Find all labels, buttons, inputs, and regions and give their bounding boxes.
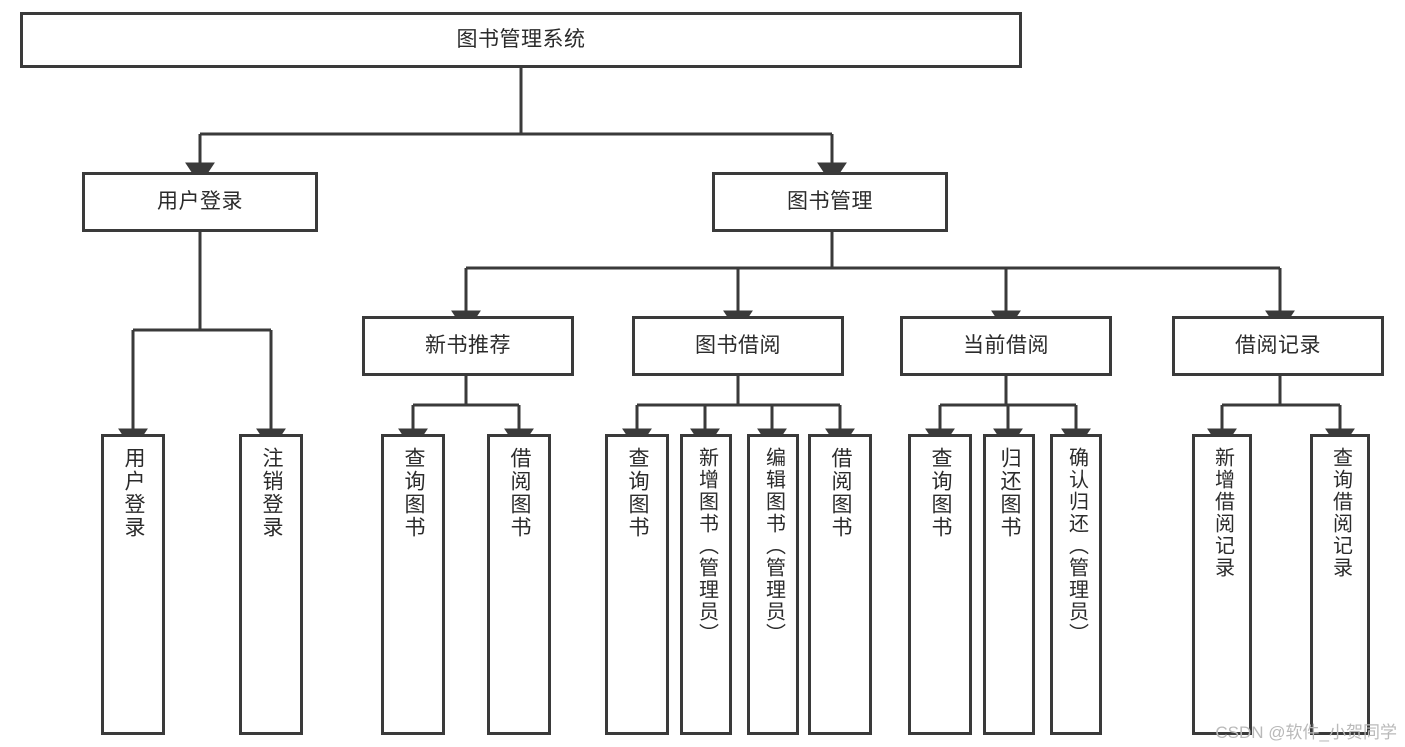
leaf-record-add-label: 新增借阅记录 xyxy=(1211,447,1234,579)
leaf-user-login[interactable]: 用户登录 xyxy=(101,434,165,735)
node-borrow-record-label: 借阅记录 xyxy=(1235,333,1321,357)
leaf-borrow-query[interactable]: 查询图书 xyxy=(605,434,669,735)
leaf-current-confirm-label: 确认归还（管理员） xyxy=(1065,447,1088,645)
leaf-newbook-query-label: 查询图书 xyxy=(402,447,426,539)
leaf-borrow-lend-label: 借阅图书 xyxy=(829,447,853,539)
node-current-borrow[interactable]: 当前借阅 xyxy=(900,316,1112,376)
node-user-login-label: 用户登录 xyxy=(157,189,243,213)
leaf-newbook-query[interactable]: 查询图书 xyxy=(381,434,445,735)
node-book-management-label: 图书管理 xyxy=(787,189,873,213)
leaf-borrow-lend[interactable]: 借阅图书 xyxy=(808,434,872,735)
node-root[interactable]: 图书管理系统 xyxy=(20,12,1022,68)
leaf-current-return-label: 归还图书 xyxy=(998,447,1022,539)
leaf-newbook-borrow[interactable]: 借阅图书 xyxy=(487,434,551,735)
node-current-borrow-label: 当前借阅 xyxy=(963,333,1049,357)
node-book-borrow-label: 图书借阅 xyxy=(695,333,781,357)
node-root-label: 图书管理系统 xyxy=(456,27,586,51)
leaf-current-return[interactable]: 归还图书 xyxy=(983,434,1035,735)
node-new-book-recommend-label: 新书推荐 xyxy=(425,333,511,357)
leaf-borrow-edit-label: 编辑图书（管理员） xyxy=(762,447,785,645)
leaf-newbook-borrow-label: 借阅图书 xyxy=(508,447,532,539)
csdn-watermark: CSDN @软件_小贺同学 xyxy=(1215,723,1397,742)
node-new-book-recommend[interactable]: 新书推荐 xyxy=(362,316,574,376)
leaf-borrow-add[interactable]: 新增图书（管理员） xyxy=(680,434,732,735)
leaf-current-query-label: 查询图书 xyxy=(929,447,953,539)
leaf-user-login-label: 用户登录 xyxy=(122,447,146,539)
leaf-record-add[interactable]: 新增借阅记录 xyxy=(1192,434,1252,735)
leaf-borrow-query-label: 查询图书 xyxy=(626,447,650,539)
leaf-record-query-label: 查询借阅记录 xyxy=(1329,447,1352,579)
leaf-current-confirm[interactable]: 确认归还（管理员） xyxy=(1050,434,1102,735)
leaf-user-logout[interactable]: 注销登录 xyxy=(239,434,303,735)
leaf-user-logout-label: 注销登录 xyxy=(260,447,284,539)
leaf-borrow-edit[interactable]: 编辑图书（管理员） xyxy=(747,434,799,735)
node-book-borrow[interactable]: 图书借阅 xyxy=(632,316,844,376)
leaf-current-query[interactable]: 查询图书 xyxy=(908,434,972,735)
leaf-record-query[interactable]: 查询借阅记录 xyxy=(1310,434,1370,735)
node-book-management[interactable]: 图书管理 xyxy=(712,172,948,232)
leaf-borrow-add-label: 新增图书（管理员） xyxy=(695,447,718,645)
node-user-login[interactable]: 用户登录 xyxy=(82,172,318,232)
node-borrow-record[interactable]: 借阅记录 xyxy=(1172,316,1384,376)
